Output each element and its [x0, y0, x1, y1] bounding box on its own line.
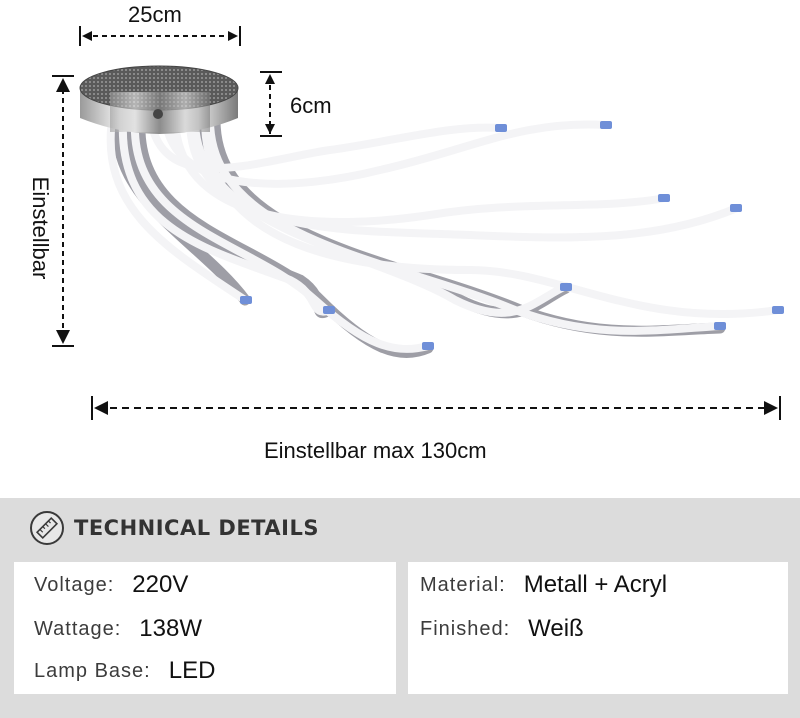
material-label: Material:	[420, 573, 506, 596]
lamp-arm	[171, 116, 669, 226]
detail-cell-voltage: Voltage: 220V	[14, 562, 396, 608]
lamp-base-label: Lamp Base:	[34, 659, 151, 682]
detail-cell-material: Material: Metall + Acryl	[408, 562, 788, 608]
finished-value: Weiß	[528, 615, 584, 642]
detail-cell-lamp-base: Lamp Base: LED	[14, 648, 396, 694]
technical-details-panel: TECHNICAL DETAILS Voltage: 220V Material…	[0, 498, 800, 718]
detail-cell-empty	[408, 648, 788, 694]
material-value: Metall + Acryl	[523, 571, 668, 598]
lamp-arm	[118, 116, 334, 316]
finished-label: Finished:	[420, 617, 511, 640]
lamp-arms	[106, 111, 782, 359]
ruler-icon	[30, 511, 64, 545]
panel-header: TECHNICAL DETAILS	[30, 510, 319, 546]
panel-title: TECHNICAL DETAILS	[74, 516, 319, 540]
detail-cell-wattage: Wattage: 138W	[14, 606, 396, 652]
lamp-base-value: LED	[168, 657, 216, 684]
wattage-label: Wattage:	[34, 617, 122, 640]
lamp-arm	[191, 116, 570, 317]
length-dimension-label: Einstellbar max 130cm	[264, 438, 487, 463]
lamp-arm	[106, 116, 249, 304]
dimension-lines	[52, 26, 781, 420]
voltage-value: 220V	[132, 571, 189, 598]
lamp-tips	[240, 121, 784, 350]
lamp-arm	[146, 111, 504, 173]
lamp-arm	[206, 116, 724, 335]
lamp-arm	[130, 116, 432, 353]
voltage-label: Voltage:	[34, 573, 115, 596]
height-dimension-label: 6cm	[290, 93, 332, 118]
detail-cell-finished: Finished: Weiß	[408, 606, 788, 652]
vertical-dimension-label: Einstellbar	[28, 176, 53, 280]
lamp-arm	[201, 116, 782, 319]
width-dimension-label: 25cm	[128, 2, 182, 27]
lamp-illustration	[52, 26, 784, 420]
lamp-canopy	[79, 65, 239, 134]
wattage-value: 138W	[139, 615, 202, 642]
